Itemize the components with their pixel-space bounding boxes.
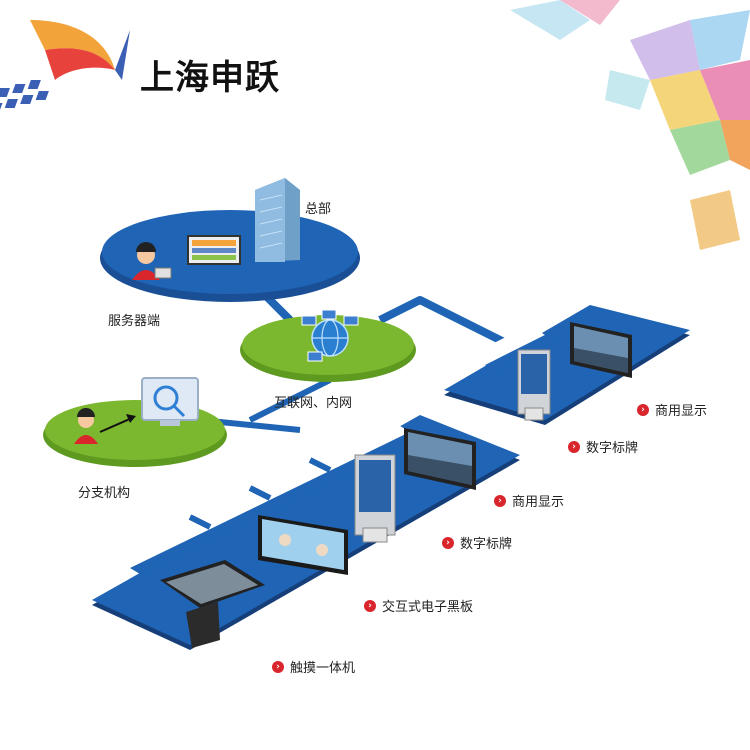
headquarters-label: 总部 — [305, 202, 332, 217]
upper-digital-sign-tag: › 数字标牌 — [568, 437, 638, 456]
upper-digital-sign-label: 数字标牌 — [586, 441, 639, 456]
chevron-right-icon: › — [364, 599, 376, 612]
chevron-right-icon: › — [637, 403, 649, 416]
server-monitor-icon — [187, 235, 241, 265]
interactive-whiteboard-label: 交互式电子黑板 — [382, 600, 474, 615]
lower-commercial-display-icon — [404, 428, 476, 490]
brand-name: 上海申跃 — [140, 58, 280, 98]
globe-icon — [301, 309, 359, 362]
chevron-right-icon: › — [568, 440, 580, 453]
server-label: 服务器端 — [108, 314, 161, 329]
touch-kiosk-label: 触摸一体机 — [290, 661, 356, 676]
upper-digital-sign-icon — [517, 349, 551, 421]
branch-label: 分支机构 — [78, 486, 131, 501]
touch-kiosk-icon — [160, 560, 265, 648]
interactive-whiteboard-tag: › 交互式电子黑板 — [364, 596, 473, 615]
chevron-right-icon: › — [442, 536, 454, 549]
internet-label: 互联网、内网 — [274, 396, 353, 411]
building-icon — [255, 178, 300, 262]
touch-kiosk-tag: › 触摸一体机 — [272, 657, 355, 676]
upper-commercial-display-label: 商用显示 — [655, 404, 708, 419]
lower-digital-sign-label: 数字标牌 — [460, 537, 513, 552]
logo-icon — [0, 20, 130, 112]
decorative-corner-art — [510, 0, 750, 250]
lower-commercial-display-tag: › 商用显示 — [494, 491, 564, 510]
lower-digital-sign-tag: › 数字标牌 — [442, 533, 512, 552]
operator-icon — [132, 242, 172, 280]
branch-platform — [43, 400, 227, 467]
branch-arrow-icon — [99, 414, 136, 433]
lower-digital-sign-icon — [354, 454, 396, 543]
chevron-right-icon: › — [272, 660, 284, 673]
upper-commercial-display-icon — [570, 322, 632, 378]
chevron-right-icon: › — [494, 494, 506, 507]
interactive-whiteboard-icon — [258, 515, 348, 575]
branch-monitor-icon — [141, 377, 199, 426]
branch-user-icon — [74, 408, 98, 444]
upper-commercial-display-tag: › 商用显示 — [637, 400, 707, 419]
lower-commercial-display-label: 商用显示 — [512, 495, 565, 510]
